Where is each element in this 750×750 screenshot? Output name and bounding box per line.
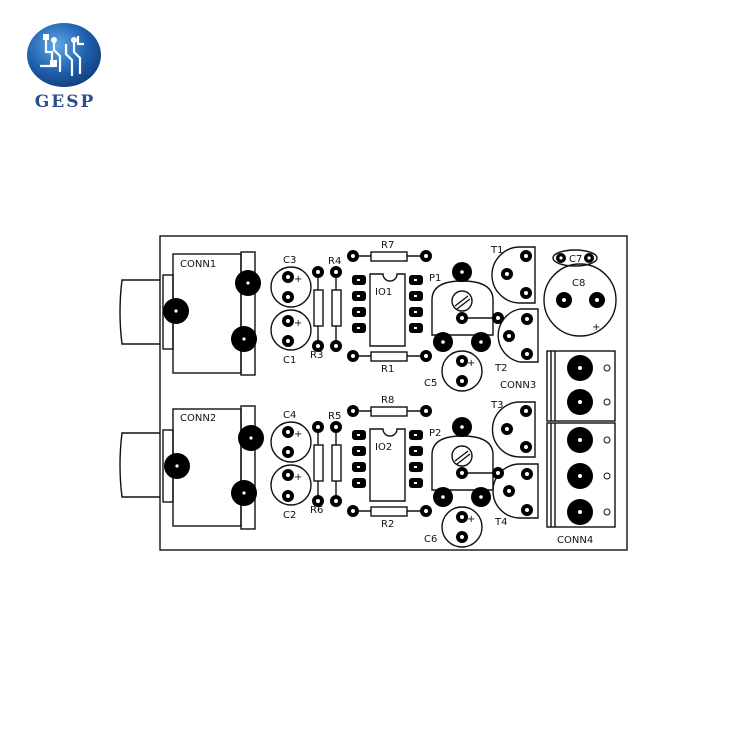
globe-circuit-icon [27,23,101,87]
label-r1: R1 [381,364,394,375]
label-t1: T1 [490,245,503,256]
label-conn1: CONN1 [180,259,216,270]
label-conn2: CONN2 [180,413,216,424]
polarity-c2: + [294,472,302,483]
polarity-c1: + [294,318,302,329]
label-r7: R7 [381,240,394,251]
label-p2: P2 [429,428,441,439]
label-p1: P1 [429,273,441,284]
label-r5: R5 [328,411,341,422]
logo-text: GESP [34,92,96,112]
label-c2: C2 [283,510,296,521]
label-c7: C7 [569,254,582,265]
label-r3: R3 [310,350,323,361]
label-c1: C1 [283,355,296,366]
label-conn3: CONN3 [500,380,536,391]
label-io1: IO1 [375,287,392,298]
label-t2: T2 [494,363,507,374]
polarity-c5: + [467,358,475,369]
label-r4: R4 [328,256,341,267]
polarity-c4: + [294,429,302,440]
label-c8: C8 [572,278,585,289]
label-io2: IO2 [375,442,392,453]
label-r2: R2 [381,519,394,530]
board-outline [159,235,628,551]
label-r6: R6 [310,505,323,516]
polarity-c6: + [467,514,475,525]
conn2-footprint [119,405,256,530]
polarity-c8: + [592,322,600,333]
label-conn4: CONN4 [557,535,593,546]
polarity-c3: + [294,274,302,285]
label-c3: C3 [283,255,296,266]
label-c4: C4 [283,410,296,421]
label-r8: R8 [381,395,394,406]
label-c6: C6 [424,534,437,545]
label-t4: T4 [494,517,507,528]
label-t3: T3 [490,400,503,411]
label-c5: C5 [424,378,437,389]
gesp-logo: GESP [18,22,108,122]
